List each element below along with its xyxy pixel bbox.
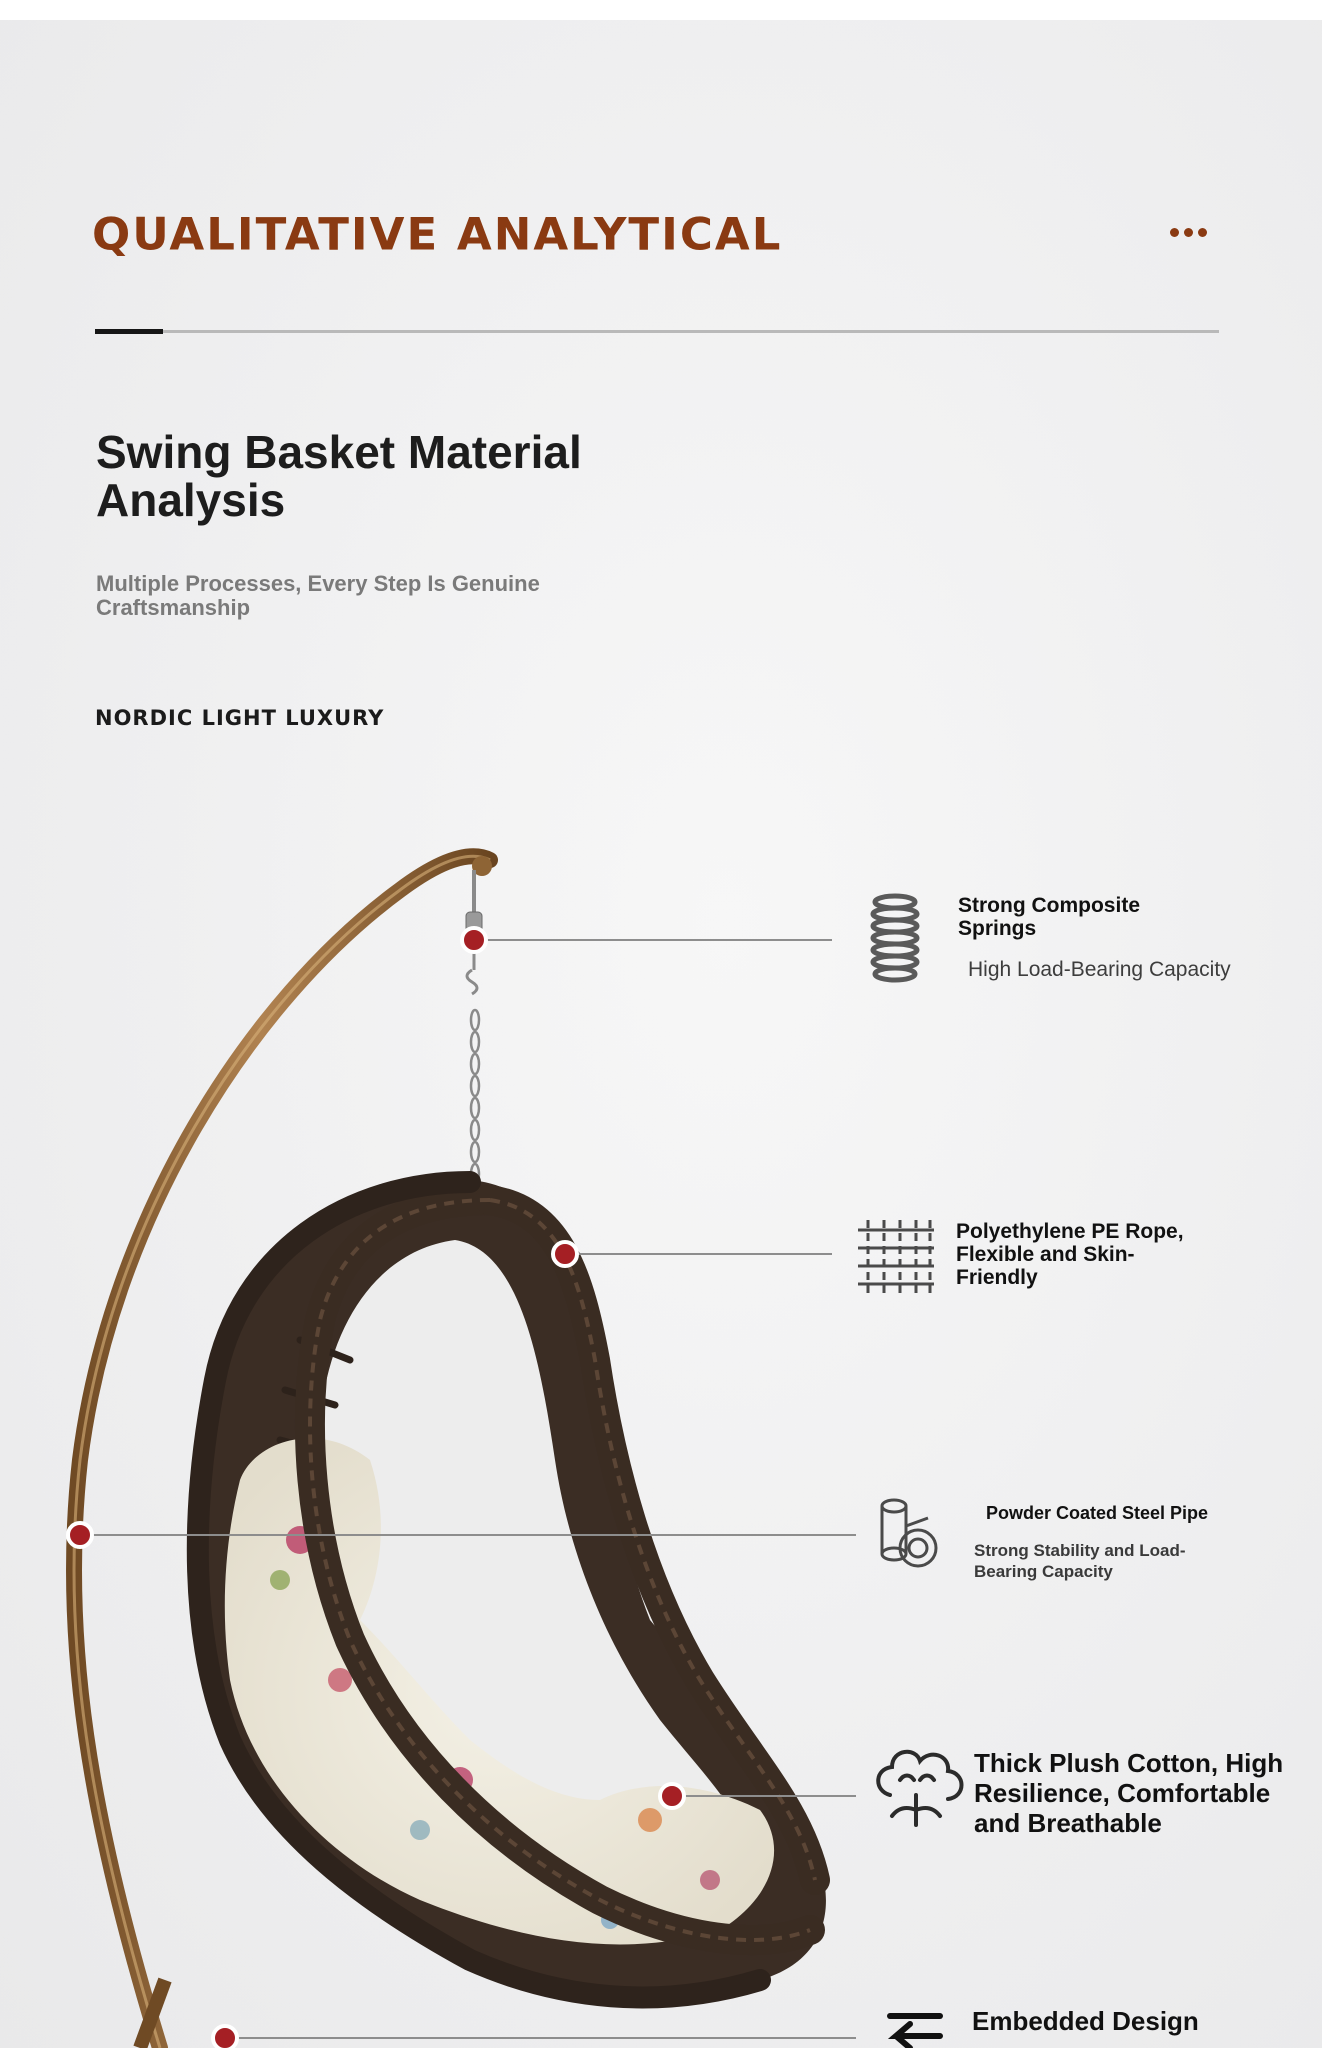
feature-title-cotton: Thick Plush Cotton, High Resilience, Com… bbox=[974, 1748, 1284, 1838]
feature-title-pipe: Powder Coated Steel Pipe bbox=[986, 1503, 1209, 1523]
marker-rope bbox=[551, 1240, 579, 1268]
top-band bbox=[0, 0, 1322, 20]
divider-accent bbox=[95, 329, 163, 334]
callout-markers bbox=[66, 926, 686, 2048]
embedded-arrow-icon bbox=[887, 2013, 943, 2048]
marker-pipe bbox=[66, 1521, 94, 1549]
steel-frame bbox=[65, 848, 498, 2048]
woven-rope-icon bbox=[858, 1220, 934, 1294]
marker-embedded bbox=[211, 2024, 239, 2048]
spring-coil-icon bbox=[870, 893, 920, 983]
rattan-basket bbox=[186, 1171, 830, 2009]
page-subtitle: Multiple Processes, Every Step Is Genuin… bbox=[96, 571, 540, 620]
callout-lines bbox=[80, 939, 856, 2039]
feature-subtitle-springs: High Load-Bearing Capacity bbox=[968, 958, 1231, 981]
marker-cotton bbox=[658, 1782, 686, 1810]
swing-chair-illustration bbox=[65, 848, 964, 2048]
feature-title-rope: Polyethylene PE Rope, Flexible and Skin-… bbox=[956, 1220, 1184, 1289]
feature-title-embedded: Embedded Design bbox=[972, 2006, 1199, 2036]
divider bbox=[95, 330, 1219, 333]
brand-tagline: NORDIC LIGHT LUXURY bbox=[95, 706, 385, 730]
page-title: Swing Basket Material Analysis bbox=[96, 426, 582, 526]
section-heading: QUALITATIVE ANALYTICAL bbox=[92, 208, 783, 261]
feature-title-springs: Strong Composite Springs bbox=[958, 894, 1140, 940]
product-scene: Strong Composite Springs High Load-Beari… bbox=[0, 820, 1322, 2048]
steel-pipe-icon bbox=[880, 1498, 938, 1568]
ellipsis-icon[interactable] bbox=[1170, 228, 1207, 237]
feature-subtitle-pipe: Strong Stability and Load-Bearing Capaci… bbox=[974, 1541, 1186, 1581]
cotton-flower-icon bbox=[876, 1750, 964, 1827]
spring-chain bbox=[465, 870, 483, 1205]
marker-spring bbox=[460, 926, 488, 954]
